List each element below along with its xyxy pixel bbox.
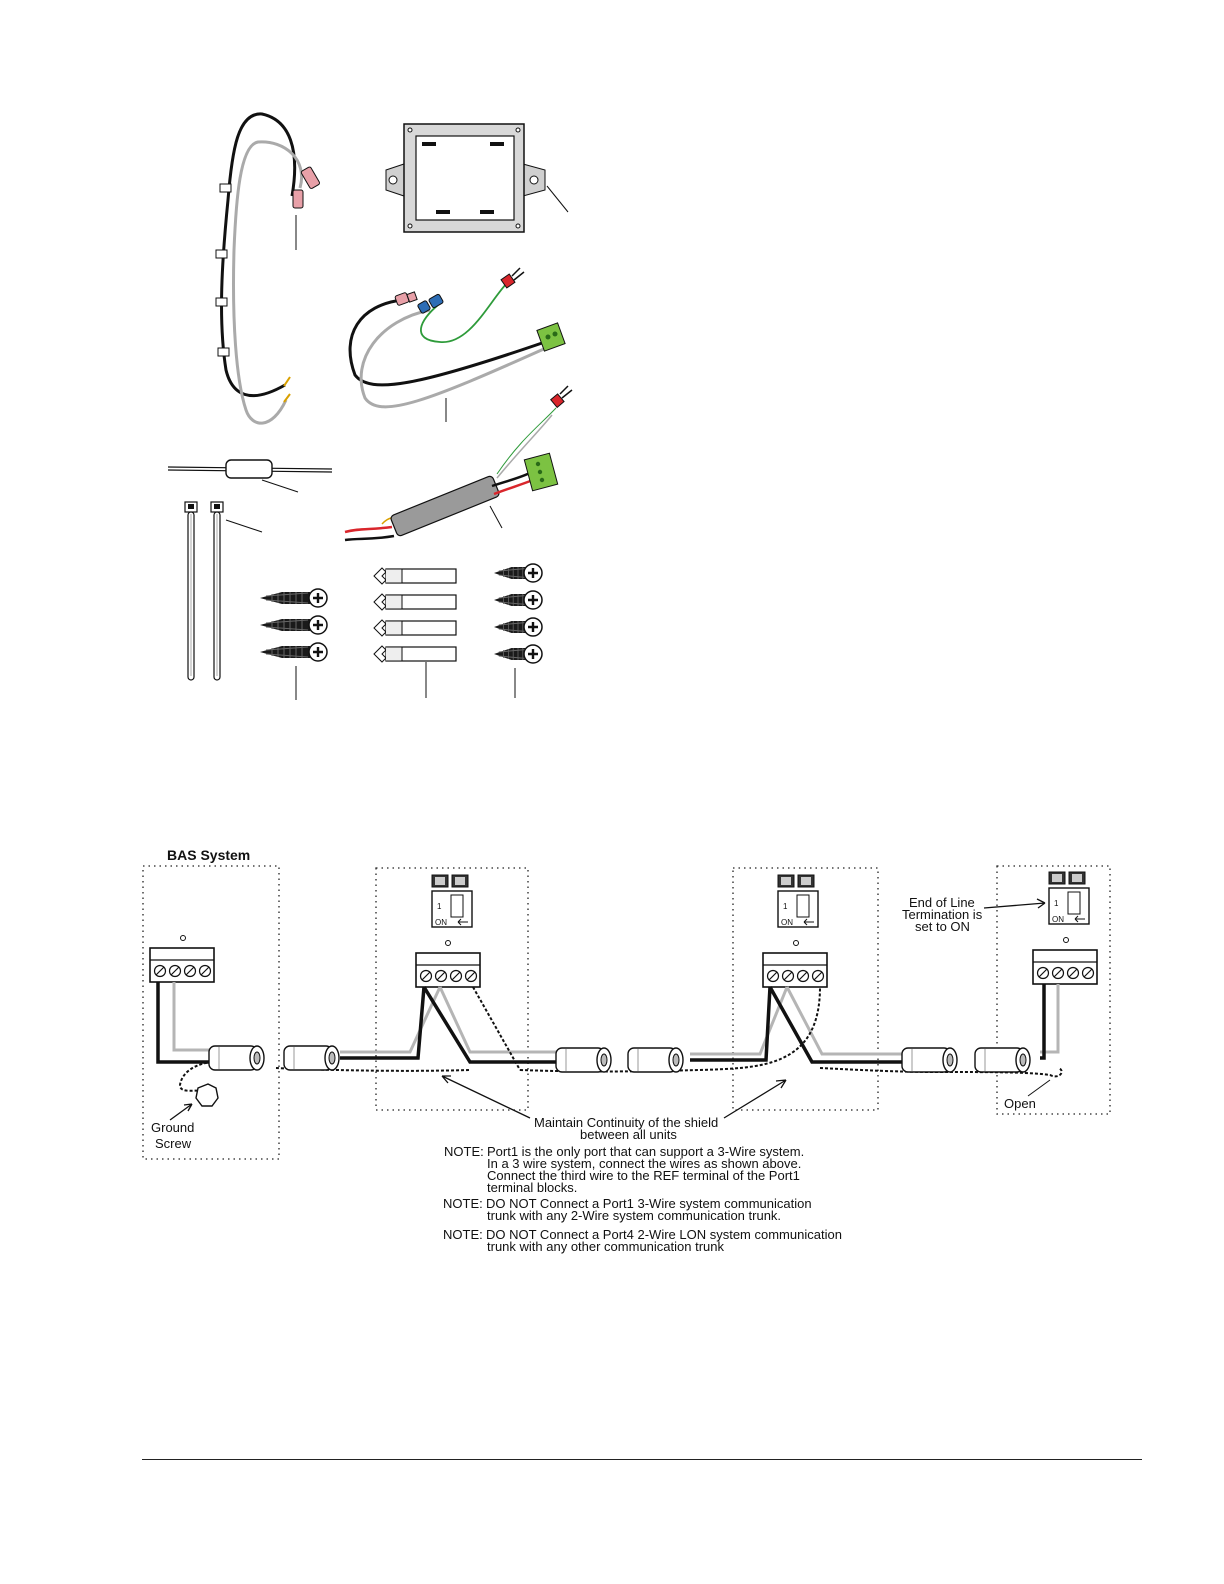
note-2-line-2: trunk with any 2-Wire system communicati… xyxy=(487,1208,781,1223)
note-1-line-1: Port1 is the only port that can support … xyxy=(487,1144,804,1159)
black-wire xyxy=(156,982,1046,1064)
unit-box-3 xyxy=(996,865,1111,1115)
continuity-label-1: Maintain Continuity of the shield xyxy=(534,1115,718,1130)
bas-system-box xyxy=(142,865,280,1160)
gray-wire xyxy=(172,982,1060,1056)
note-3-lead: NOTE: xyxy=(443,1227,483,1242)
cable-sleeve xyxy=(208,1045,1031,1073)
unit-box-2 xyxy=(732,867,879,1111)
note-1-line-2: In a 3 wire system, connect the wires as… xyxy=(487,1156,801,1171)
cable-harness xyxy=(215,112,320,425)
cable-with-connector xyxy=(348,267,566,422)
note-1-line-4: terminal blocks. xyxy=(487,1180,577,1195)
open-label: Open xyxy=(1004,1096,1036,1111)
screws-set-2 xyxy=(493,562,544,698)
note-1-line-3: Connect the third wire to the REF termin… xyxy=(487,1168,800,1183)
continuity-label-2: between all units xyxy=(580,1127,677,1142)
note-2-lead: NOTE: xyxy=(443,1196,483,1211)
dip-switch-unit-3 xyxy=(1048,871,1090,925)
parts-illustration xyxy=(167,112,573,700)
terminal-block-bas xyxy=(149,947,215,983)
terminal-block-unit-2 xyxy=(762,952,828,988)
line-filter xyxy=(344,385,573,542)
unit-box-1 xyxy=(375,867,529,1111)
terminal-block-unit-1 xyxy=(415,952,481,988)
dip-switch-unit-1 xyxy=(431,874,473,928)
enclosure-box xyxy=(385,123,569,233)
note-3-line-2: trunk with any other communication trunk xyxy=(487,1239,724,1254)
notes: NOTE: Port1 is the only port that can su… xyxy=(443,1144,842,1254)
ground-screw-icon xyxy=(195,1083,219,1107)
terminal-block-unit-3 xyxy=(1032,949,1098,985)
bas-system-label: BAS System xyxy=(167,847,250,863)
note-2-line-1: DO NOT Connect a Port1 3-Wire system com… xyxy=(486,1196,812,1211)
ground-screw-label-2: Screw xyxy=(155,1136,192,1151)
end-of-line-label-1: End of Line xyxy=(909,895,975,910)
note-3-line-1: DO NOT Connect a Port4 2-Wire LON system… xyxy=(486,1227,842,1242)
dip-switch-unit-2 xyxy=(777,874,819,928)
screws-set-1 xyxy=(259,587,329,700)
end-of-line-label-3: set to ON xyxy=(915,919,970,934)
standoffs xyxy=(373,567,457,698)
ground-screw-label-1: Ground xyxy=(151,1120,194,1135)
footer-rule xyxy=(142,1459,1142,1460)
resistor xyxy=(167,459,333,493)
end-of-line-label-2: Termination is xyxy=(902,907,983,922)
wiring-diagram: BAS System xyxy=(142,847,1111,1254)
cable-ties xyxy=(184,501,263,681)
note-1-lead: NOTE: xyxy=(444,1144,484,1159)
shield-drain-wire xyxy=(178,986,1063,1093)
